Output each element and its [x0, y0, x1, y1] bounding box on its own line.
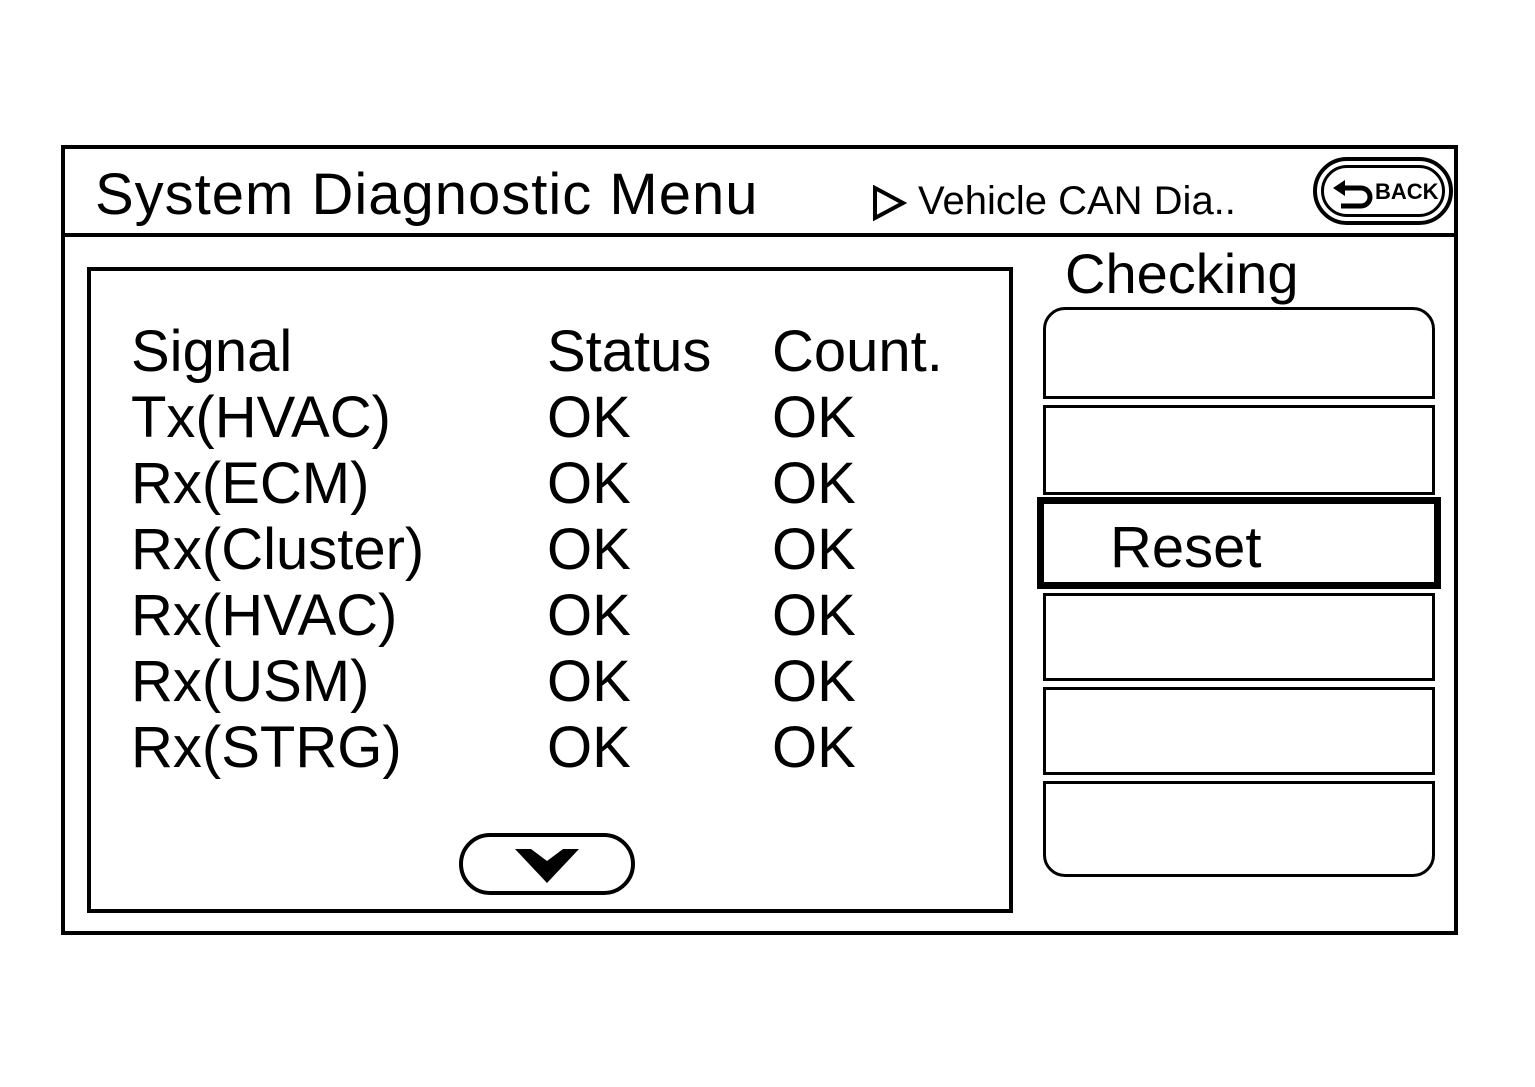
signal-count: OK	[772, 715, 856, 780]
side-menu-slot-4[interactable]	[1043, 593, 1435, 681]
column-header-status: Status	[547, 319, 712, 384]
return-arrow-icon	[1333, 180, 1373, 209]
chevron-down-icon	[515, 849, 579, 883]
signal-name: Rx(USM)	[131, 649, 370, 714]
back-button[interactable]: BACK	[1313, 157, 1453, 225]
page-title: System Diagnostic Menu	[95, 162, 759, 227]
signal-name: Rx(ECM)	[131, 451, 370, 516]
signal-status-panel: Signal Status Count. Tx(HVAC) OK OK Rx(E…	[87, 267, 1013, 913]
play-triangle-icon	[873, 185, 907, 221]
header-bar: System Diagnostic Menu Vehicle CAN Dia..…	[65, 149, 1454, 237]
signal-count: OK	[772, 517, 856, 582]
diagnostic-screen: System Diagnostic Menu Vehicle CAN Dia..…	[61, 145, 1458, 935]
side-menu-slot-6[interactable]	[1043, 781, 1435, 877]
signal-count: OK	[772, 583, 856, 648]
checking-label: Checking	[1065, 242, 1299, 305]
signal-name: Tx(HVAC)	[131, 385, 391, 450]
signal-status: OK	[547, 649, 631, 714]
side-menu-slot-2[interactable]	[1043, 405, 1435, 495]
reset-button[interactable]: Reset	[1037, 497, 1441, 589]
signal-status: OK	[547, 517, 631, 582]
signal-name: Rx(STRG)	[131, 715, 402, 780]
column-header-count: Count.	[772, 319, 943, 384]
scroll-down-button[interactable]	[459, 833, 635, 895]
signal-status: OK	[547, 583, 631, 648]
breadcrumb[interactable]: Vehicle CAN Dia..	[918, 179, 1236, 223]
side-menu-slot-1[interactable]	[1043, 307, 1435, 399]
signal-name: Rx(HVAC)	[131, 583, 398, 648]
signal-status: OK	[547, 451, 631, 516]
reset-label: Reset	[1110, 515, 1262, 580]
signal-count: OK	[772, 385, 856, 450]
side-menu-slot-5[interactable]	[1043, 687, 1435, 775]
signal-count: OK	[772, 649, 856, 714]
back-label: BACK	[1375, 179, 1439, 204]
signal-name: Rx(Cluster)	[131, 517, 425, 582]
column-header-signal: Signal	[131, 319, 293, 384]
signal-count: OK	[772, 451, 856, 516]
signal-status: OK	[547, 715, 631, 780]
signal-status: OK	[547, 385, 631, 450]
